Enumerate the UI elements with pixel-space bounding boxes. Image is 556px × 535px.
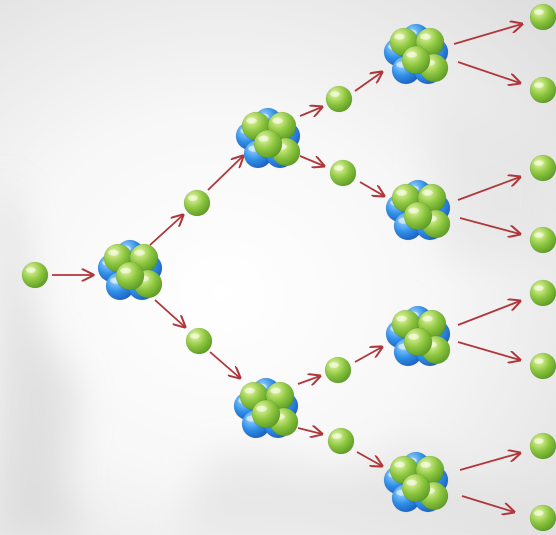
released-neutron: [529, 504, 556, 532]
arrow-19: [459, 453, 520, 471]
arrow-15: [457, 177, 520, 201]
arrow-5: [299, 107, 322, 116]
nucleus-0: [97, 239, 163, 301]
released-neutron: [329, 159, 357, 187]
nucleus-2: [233, 377, 299, 439]
released-neutron: [529, 154, 556, 182]
arrow-11: [354, 347, 382, 363]
arrow-14: [457, 61, 520, 83]
released-neutron: [529, 432, 556, 460]
nucleus-1: [235, 107, 301, 169]
arrow-9: [354, 72, 382, 92]
arrow-layer: [52, 24, 522, 512]
nucleus-3: [383, 23, 449, 85]
neutron-layer: [21, 3, 556, 532]
arrow-4: [209, 351, 240, 378]
arrow-18: [457, 341, 520, 360]
released-neutron: [529, 279, 556, 307]
arrow-1: [149, 215, 183, 246]
neutron-particle: [253, 129, 283, 159]
neutron-particle: [251, 399, 281, 429]
arrow-7: [297, 376, 320, 384]
arrow-2: [154, 299, 185, 327]
released-neutron: [185, 327, 213, 355]
released-neutron: [327, 427, 355, 455]
arrow-13: [453, 24, 522, 45]
nucleus-4: [385, 179, 451, 241]
neutron-particle: [115, 261, 145, 291]
nucleus-layer: [97, 23, 451, 513]
arrow-8: [297, 428, 322, 434]
arrow-6: [299, 155, 324, 166]
neutron-particle: [401, 473, 431, 503]
released-neutron: [529, 226, 556, 254]
arrow-3: [207, 156, 243, 191]
arrow-16: [459, 217, 520, 234]
neutron-particle: [403, 201, 433, 231]
arrow-17: [457, 301, 520, 326]
arrow-12: [356, 451, 382, 466]
arrow-20: [461, 495, 514, 512]
arrow-10: [359, 181, 384, 196]
released-neutron: [325, 85, 353, 113]
incoming-neutron: [21, 261, 49, 289]
released-neutron: [529, 76, 556, 104]
released-neutron: [183, 189, 211, 217]
nucleus-5: [385, 305, 451, 367]
released-neutron: [529, 352, 556, 380]
neutron-particle: [401, 45, 431, 75]
neutron-particle: [403, 327, 433, 357]
released-neutron: [324, 356, 352, 384]
nucleus-6: [383, 451, 449, 513]
released-neutron: [529, 3, 556, 31]
